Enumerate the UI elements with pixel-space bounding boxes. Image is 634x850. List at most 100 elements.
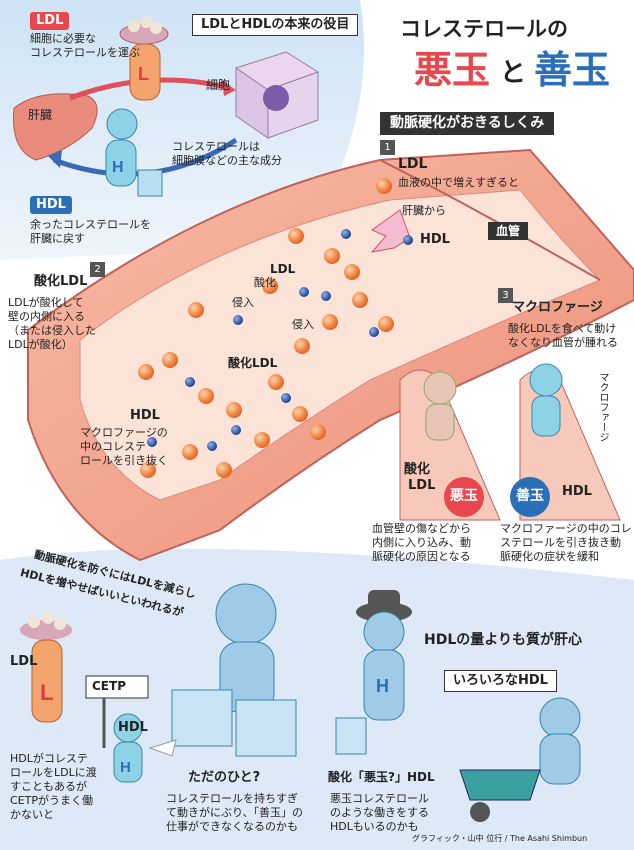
ldl-character-bottom: L: [20, 612, 72, 723]
step3-desc-1: 酸化LDLを食べて動け: [508, 322, 617, 335]
ldl-particle: [140, 462, 156, 478]
good-badge: 善玉: [516, 488, 544, 504]
title-to: と: [500, 58, 527, 88]
ldl-desc-1: 細胞に必要な: [30, 32, 96, 45]
cetp-note-2: ロールをLDLに渡: [10, 766, 97, 779]
blood-vessel: [27, 148, 634, 562]
hdl-action-3: ロールを引き抜く: [80, 454, 168, 467]
hdl-action-2: 中のコレステ: [80, 440, 146, 453]
step1-title: LDL: [398, 156, 428, 172]
roles-title: LDLとHDLの本来の役目: [192, 14, 359, 36]
oxidize-label: 酸化: [254, 276, 276, 289]
hdl-label-vessel: HDL: [420, 232, 450, 247]
step3-number: 3: [498, 288, 513, 303]
ldl-particle: [376, 178, 392, 194]
hdl-desc-1: 余ったコレステロールを: [30, 218, 151, 231]
gangster-hdl-character: H: [335, 590, 412, 755]
bad-badge: 悪玉: [450, 488, 478, 504]
hdl-desc-2: 肝臓に戻す: [30, 232, 85, 245]
arrow-head-red: [222, 80, 236, 96]
tired-hdl-character: [171, 583, 297, 757]
bottom-ldl-label: LDL: [10, 654, 38, 669]
hdl-particle: [233, 315, 243, 325]
various-hdl-label: いろいろなHDL: [444, 670, 557, 692]
wheelbarrow-hdl-character: [459, 697, 581, 822]
bottom-hdl-label: HDL: [118, 720, 148, 735]
step3-title: マクロファージ: [512, 300, 603, 315]
ldl-desc-2: コレステロールを運ぶ: [30, 46, 140, 59]
next-arrow: [148, 739, 177, 757]
ldl-particle: [254, 432, 270, 448]
ldl-particle: [138, 364, 154, 380]
hdl-badge: HDL: [30, 196, 72, 214]
title-bad: 悪玉: [414, 48, 491, 92]
invade-label-1: 侵入: [232, 296, 254, 309]
liver-shape: [12, 93, 98, 161]
hdl-particle: [321, 291, 331, 301]
from-liver-label: 肝臓から: [402, 204, 446, 217]
cetp-label: CETP: [92, 679, 126, 693]
cell-label: 細胞: [206, 78, 231, 92]
svg-text:H: H: [120, 759, 131, 776]
invade-label-2: 侵入: [292, 318, 314, 331]
ox-hdl-desc-1: 悪玉コレステロール: [330, 792, 429, 805]
cell-icon: [234, 51, 320, 139]
compare-macrophage-label: マクロファージ: [597, 372, 608, 442]
hdl-particles: [147, 229, 413, 451]
svg-text:H: H: [376, 676, 389, 696]
svg-text:L: L: [40, 680, 53, 705]
ldl-particle: [162, 352, 178, 368]
good-desc-2: ステロールを引き抜き動: [500, 536, 621, 549]
hdl-particle: [185, 377, 195, 387]
hdl-particle: [341, 229, 351, 239]
bad-desc-2: 内側に入り込み、動: [372, 536, 471, 549]
chol-desc-2: 細胞膜などの主な成分: [172, 154, 282, 167]
ldl-particle: [322, 314, 338, 330]
macrophage-character-bad: [423, 371, 457, 441]
hdl-particle: [369, 327, 379, 337]
ldl-particles: [138, 178, 394, 478]
ldl-particle: [294, 338, 310, 354]
ox-hdl-title: 酸化「悪玉?」HDL: [328, 770, 435, 784]
ox-ldl-label: 酸化LDL: [228, 356, 278, 370]
ldl-badge: LDL: [30, 12, 70, 30]
hdl-particle: [299, 287, 309, 297]
cetp-note-3: すこともあるが: [10, 780, 87, 793]
svg-text:L: L: [138, 64, 149, 84]
title-good: 善玉: [534, 48, 611, 92]
hdl-particle: [281, 393, 291, 403]
hdl-character-good: [529, 363, 563, 437]
ldl-character-top: L: [119, 16, 169, 101]
hdl-particle: [207, 441, 217, 451]
ox-hdl-desc-3: HDLもいるのかも: [330, 820, 419, 833]
step2-desc-2: 壁の内側に入る: [8, 310, 85, 323]
title-line1: コレステロールの: [400, 16, 568, 41]
hdl-character-bottom-small: H: [113, 713, 143, 783]
step2-title: 酸化LDL: [34, 274, 88, 289]
step2-desc-3: （または侵入した: [8, 324, 96, 337]
vessel-label: 血管: [488, 222, 529, 241]
hdl-particle: [231, 425, 241, 435]
hdl-bottom-label: HDL: [130, 408, 160, 423]
hdl-character-top: H: [105, 108, 163, 197]
step1-desc: 血液の中で増えすぎると: [398, 176, 519, 189]
ldl-particle: [216, 462, 232, 478]
tada-desc-2: て動きがにぶり、「善玉」の: [166, 806, 304, 819]
good-desc-3: 脈硬化の症状を緩和: [500, 550, 599, 563]
svg-text:H: H: [112, 159, 124, 176]
cetp-note-1: HDLがコレステ: [10, 752, 88, 765]
compare-ox-ldl-2: LDL: [408, 478, 436, 493]
credit-line: グラフィック・山中 位行 / The Asahi Shimbun: [412, 834, 588, 843]
tada-desc-1: コレステロールを持ちすぎ: [166, 792, 298, 805]
hdl-action-1: マクロファージの: [80, 426, 168, 439]
ldl-particle: [188, 302, 204, 318]
good-desc-1: マクロファージの中のコレ: [500, 522, 632, 535]
ldl-particle: [324, 248, 340, 264]
mechanism-title: 動脈硬化がおきるしくみ: [380, 112, 555, 135]
ldl-inside-label: LDL: [270, 262, 296, 276]
ldl-particle: [268, 374, 284, 390]
good-badge-shape: [510, 477, 550, 517]
compare-ox-ldl-1: 酸化: [404, 462, 431, 477]
